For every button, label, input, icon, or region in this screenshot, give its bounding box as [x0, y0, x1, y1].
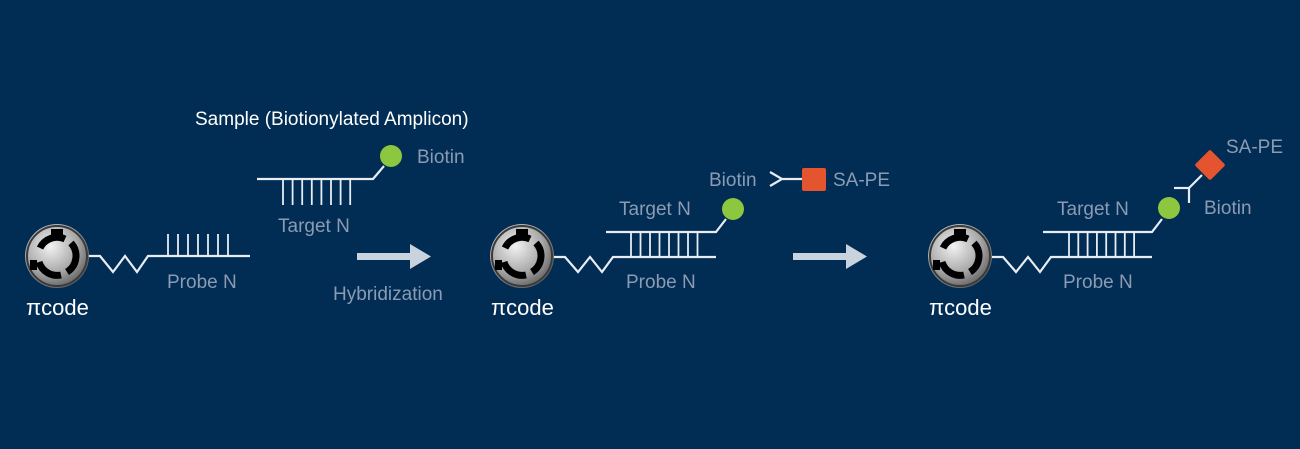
sape-label: SA-PE: [833, 170, 890, 191]
target-label: Target N: [619, 199, 691, 220]
probe-strand: [89, 254, 250, 274]
biotin-label: Biotin: [709, 170, 757, 191]
target-strand: [1043, 218, 1163, 234]
probe-strand: [554, 255, 716, 274]
arrow-hybridization-icon: [357, 244, 431, 269]
pcode-bead-icon: [25, 224, 89, 288]
panel-probe: πcode Probe N Biotin Target N: [25, 145, 465, 320]
biotin-icon: [380, 145, 402, 167]
target-strand: [257, 165, 385, 181]
arrow-binding-icon: [793, 244, 867, 269]
target-label: Target N: [1057, 199, 1129, 220]
probe-label: Probe N: [167, 272, 237, 293]
hybridized-bases: [630, 232, 699, 257]
panel-labeled: πcode Target N Probe N Biotin SA-PE: [928, 137, 1283, 320]
hybridized-bases: [1068, 232, 1135, 257]
probe-label: Probe N: [626, 272, 696, 293]
target-bases: [282, 179, 352, 205]
panel-hybridized: πcode Target N Probe N Biotin SA-PE: [490, 168, 890, 320]
pcode-label: πcode: [491, 295, 554, 320]
probe-bases: [167, 234, 229, 256]
probe-label: Probe N: [1063, 272, 1133, 293]
biotin-label: Biotin: [1204, 198, 1252, 219]
biotin-icon: [722, 198, 744, 220]
pcode-label: πcode: [26, 295, 89, 320]
target-strand: [606, 218, 727, 234]
target-label: Target N: [278, 216, 350, 237]
biotin-icon: [1158, 197, 1180, 219]
pcode-bead-icon: [490, 224, 554, 288]
hybridization-label: Hybridization: [333, 284, 443, 305]
pcode-label: πcode: [929, 295, 992, 320]
biotin-label: Biotin: [417, 147, 465, 168]
probe-strand: [992, 255, 1152, 274]
pcode-bead-icon: [928, 224, 992, 288]
streptavidin-receptor-icon: [1174, 174, 1203, 203]
sample-title: Sample (Biotionylated Amplicon): [195, 109, 469, 130]
sape-icon: [1195, 150, 1225, 180]
sape-icon: [802, 168, 826, 191]
streptavidin-receptor-icon: [769, 171, 785, 187]
sape-label: SA-PE: [1226, 137, 1283, 158]
